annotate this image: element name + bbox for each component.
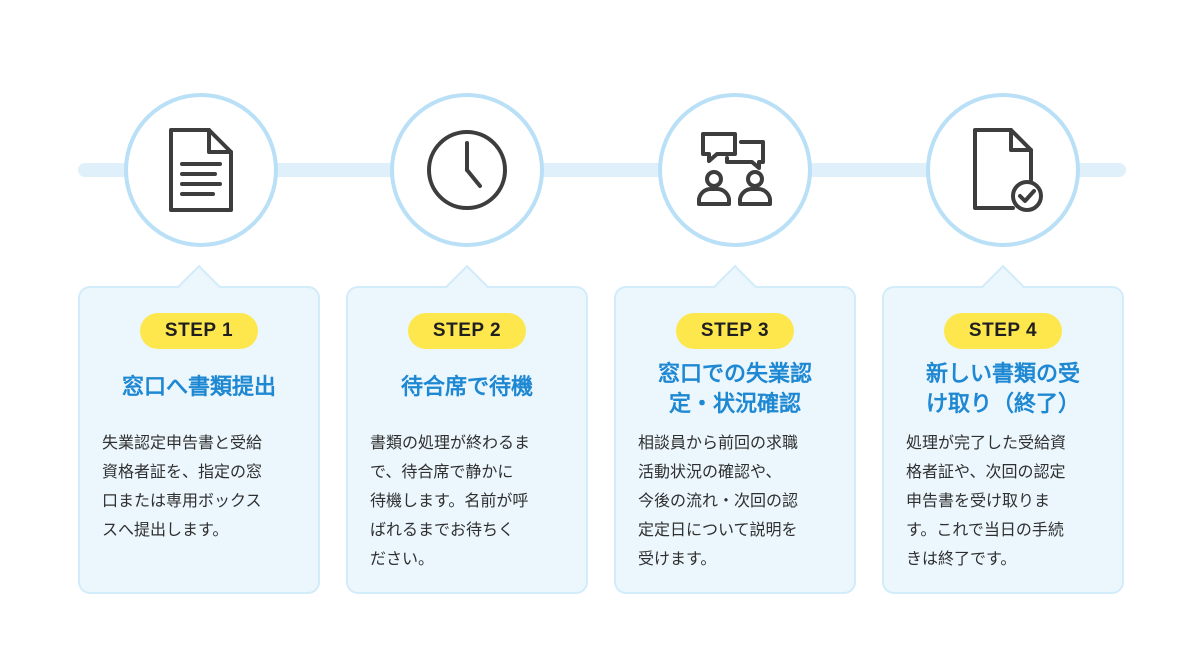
- card-pointer: [177, 264, 221, 308]
- consultation-icon: [697, 132, 772, 206]
- step-1-title: 窓口へ書類提出: [121, 375, 276, 400]
- step-3-card: STEP 3 窓口での失業認 定・状況確認 相談員から前回の求職 活動状況の確認…: [614, 264, 856, 594]
- step-2-title: 待合席で待機: [400, 375, 533, 400]
- step-4-card: STEP 4 新しい書類の受 け取り（終了） 処理が完了した受給資 格者証や、次…: [882, 264, 1124, 594]
- step-1-badge: STEP 1: [140, 313, 258, 349]
- card-pointer: [445, 264, 489, 308]
- step-3-title: 窓口での失業認 定・状況確認: [657, 362, 812, 417]
- step-1-card: STEP 1 窓口へ書類提出 失業認定申告書と受給 資格者証を、指定の窓 口また…: [78, 264, 320, 594]
- step-2-badge: STEP 2: [408, 313, 526, 349]
- clock-icon: [427, 130, 507, 210]
- card-pointer: [981, 264, 1025, 308]
- step-3-badge: STEP 3: [676, 313, 794, 349]
- card-pointer: [713, 264, 757, 308]
- step-1-icon-circle: [124, 93, 278, 247]
- step-4-icon-circle: [926, 93, 1080, 247]
- timeline-line: [78, 163, 1126, 177]
- step-1-description: 失業認定申告書と受給 資格者証を、指定の窓 口または専用ボックス スへ提出します…: [102, 433, 263, 539]
- step-3-description: 相談員から前回の求職 活動状況の確認や、 今後の流れ・次回の認 定定日について説…: [638, 433, 799, 568]
- step-4-description: 処理が完了した受給資 格者証や、次回の認定 申告書を受け取りま す。これで当日の…: [906, 433, 1067, 568]
- document-icon: [169, 128, 233, 212]
- step-2-description: 書類の処理が終わるま で、待合席で静かに 待機します。名前が呼 ばれるまでお待ち…: [370, 433, 531, 568]
- step-4-title: 新しい書類の受 け取り（終了）: [925, 362, 1080, 417]
- document-check-icon: [973, 128, 1043, 212]
- step-3-icon-circle: [658, 93, 812, 247]
- step-2-icon-circle: [390, 93, 544, 247]
- step-2-card: STEP 2 待合席で待機 書類の処理が終わるま で、待合席で静かに 待機します…: [346, 264, 588, 594]
- step-4-badge: STEP 4: [944, 313, 1062, 349]
